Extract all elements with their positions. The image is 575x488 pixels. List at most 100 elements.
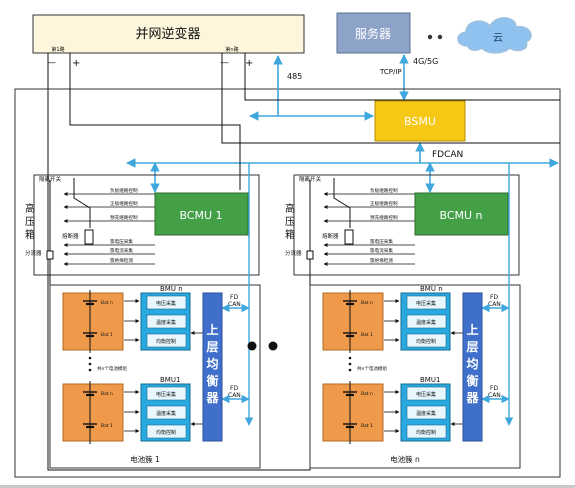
neg-relay-label: 负极继路控制 [110,187,138,194]
bat-n-label: Bat n [361,391,373,397]
fuse-label: 熔断器 [62,232,79,240]
bcmu-title: BCMU 1 [179,209,222,222]
shunt-label: 分流器 [25,249,42,257]
bmu-label: BMU1 [420,376,440,384]
bat-n-label: Bat n [101,300,113,306]
module-continuation-dot [348,362,352,366]
bat-1-label: Bat 1 [361,332,373,338]
server-title: 服务器 [355,26,391,41]
upper-balancer-label-char: 上 [206,322,218,337]
can-label: CAN [228,392,241,399]
precharge-relay-label: 预充继路控制 [370,214,398,221]
module-continuation-dot [348,368,352,372]
link-dot [437,34,443,40]
fdcan-label: FDCAN [432,150,463,160]
bmu-label: BMU n [420,285,443,293]
bsmu-title: BSMU [404,115,436,128]
fd-label: FD [230,294,238,301]
voltage-collect-label: 电压采集 [416,391,436,398]
can-label: CAN [488,301,501,308]
link-dot [427,34,433,40]
bat-n-label: Bat n [101,391,113,397]
server-block: 服务器 [336,12,411,54]
hv-box [293,174,520,276]
temperature-collect-label: 温度采集 [416,319,436,326]
cluster-voltage-label: 簇电压采集 [110,238,133,245]
voltage-collect-box [406,386,447,401]
voltage-collect-label: 电压采集 [156,391,176,398]
temperature-collect-box [406,314,447,329]
temperature-collect-label: 温度采集 [156,410,176,417]
balance-control-box [406,333,447,348]
precharge-relay-label: 预充继路控制 [110,214,138,221]
battery-module [322,292,384,351]
temperature-collect-box [146,405,187,420]
upper-balancer-label-char: 层 [466,340,478,354]
bat-1-label: Bat 1 [361,423,373,429]
bottom-rule [0,485,575,488]
voltage-collect-box [406,295,447,310]
pos-relay-label: 正极继路控制 [370,200,398,207]
cluster-label: 电池簇 1 [130,454,160,464]
balance-control-box [146,333,187,348]
battery-area [49,284,261,469]
balance-control-label: 均衡控制 [416,338,436,345]
shunt-symbol [306,250,314,260]
bcmu-block [414,192,509,236]
inverter-title: 并网逆变器 [135,26,200,42]
battery-module [62,383,124,442]
module-continuation-dot [88,362,92,366]
insulation-label: 簇绝缘检测 [370,257,393,264]
module-continuation-dot [88,368,92,372]
upper-balancer [202,292,223,442]
balance-control-label: 均衡控制 [416,429,436,436]
hv-box-label-char: 箱 [285,228,295,241]
fuse-symbol [344,229,354,245]
temperature-collect-label: 温度采集 [416,410,436,417]
can-label: CAN [488,392,501,399]
cluster-current-label: 簇电流采集 [370,247,393,254]
battery-module [62,292,124,351]
upper-balancer-label-char: 器 [205,391,219,405]
hv-box-label-char: 箱 [25,228,35,241]
shunt-symbol [46,250,54,260]
bat-1-label: Bat 1 [101,423,113,429]
fuse-symbol [84,229,94,245]
insulation-label: 簇绝缘检测 [110,257,133,264]
inverter-plus-1: + [72,58,80,69]
wireless-label: 4G/5G [413,57,438,66]
upper-balancer-label-char: 均 [206,356,218,371]
isolation-switch-label: 隔离开关 [299,175,322,183]
cloud-title: 云 [493,33,503,44]
upper-balancer-label-char: 层 [206,340,218,354]
module-continuation-dot [88,356,92,360]
ellipsis-dot [268,341,278,351]
balance-control-label: 均衡控制 [156,338,176,345]
battery-cluster-n: 高压箱隔离开关熔断器分流器负极继路控制正极继路控制预充继路控制簇电压采集簇电流采… [285,163,521,469]
module-continuation-dot [348,356,352,360]
system-frame [14,88,561,478]
voltage-collect-box [146,295,187,310]
temperature-collect-box [406,405,447,420]
hv-box-label-char: 压 [25,216,35,228]
inverter-minus-n: — [220,58,229,68]
voltage-collect-label: 电压采集 [416,300,436,307]
battery-area [309,284,521,469]
temperature-collect-box [146,314,187,329]
hv-wiring [73,178,91,228]
upper-balancer-label-char: 上 [466,322,478,337]
voltage-collect-box [146,386,187,401]
hv-box-label-char: 高 [285,202,295,215]
fd-label: FD [490,294,498,301]
cluster-voltage-label: 簇电压采集 [370,238,393,245]
modules-note: 共n个电池模组 [97,365,127,372]
hv-box [33,174,260,276]
cloud-block: 云 [457,17,532,54]
hv-box-label-char: 压 [285,216,295,228]
balance-control-box [146,424,187,439]
cluster-current-label: 簇电流采集 [110,247,133,254]
modules-note: 共n个电池模组 [357,365,387,372]
pos-relay-label: 正极继路控制 [110,200,138,207]
bcmu-title: BCMU n [439,209,482,222]
